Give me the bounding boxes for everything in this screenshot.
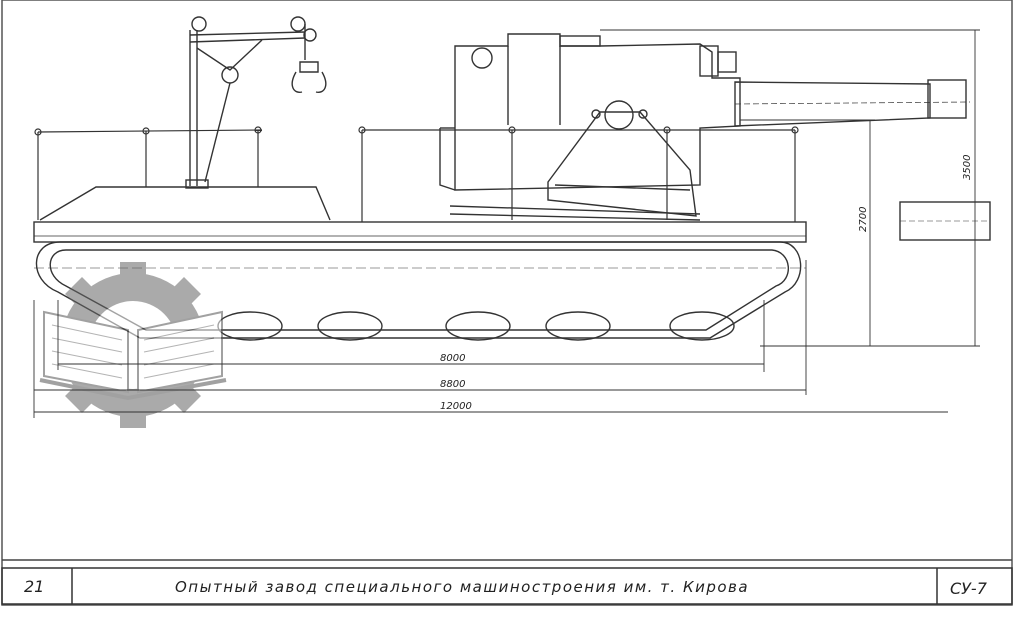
- title-block: 21 Опытный завод специального машиностро…: [1, 567, 1013, 605]
- dimension-track-length: 8000: [440, 353, 465, 364]
- sheet-number: 21: [24, 577, 44, 596]
- dimension-lines: [33, 29, 980, 418]
- sheet-frame: [1, 0, 1013, 606]
- dimension-hull-length: 8800: [440, 379, 465, 390]
- track-assembly: [34, 241, 806, 341]
- drawing-title: Опытный завод специального машиностроени…: [175, 578, 749, 596]
- dimension-hull-height: 2700: [858, 207, 869, 232]
- dimension-total-height: 3500: [962, 155, 973, 180]
- gun-breech: [439, 33, 741, 191]
- hull: [33, 221, 807, 243]
- gun-barrel: [734, 79, 971, 127]
- dimension-total-length: 12000: [440, 401, 472, 412]
- vehicle-side-view: [33, 16, 991, 341]
- engine-deck: [39, 186, 331, 221]
- crane: [185, 16, 327, 189]
- gun-mount: [449, 100, 701, 221]
- railings: [34, 126, 799, 222]
- drawing-code: СУ-7: [950, 579, 988, 598]
